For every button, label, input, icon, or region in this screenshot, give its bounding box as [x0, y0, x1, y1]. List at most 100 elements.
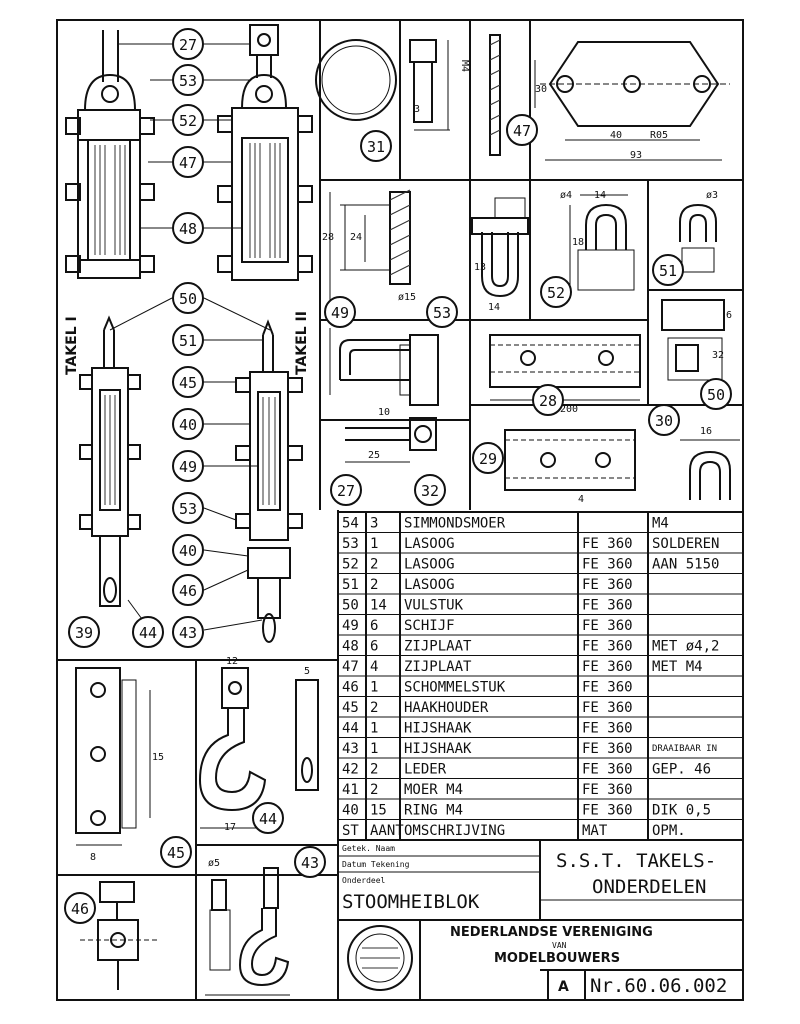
callout-b40a: 40 — [172, 408, 204, 440]
svg-text:ST: ST — [342, 823, 359, 839]
callout-b27a: 27 — [172, 28, 204, 60]
callout-b53c: 53 — [426, 296, 458, 328]
svg-text:47: 47 — [179, 154, 197, 172]
svg-text:44: 44 — [139, 624, 157, 642]
svg-text:51: 51 — [179, 332, 197, 350]
svg-text:FE 360: FE 360 — [582, 597, 633, 613]
dim-m4: M4 — [459, 60, 470, 72]
svg-text:HAAKHOUDER: HAAKHOUDER — [404, 700, 489, 716]
callout-b30: 30 — [648, 404, 680, 436]
svg-text:42: 42 — [342, 761, 359, 777]
part-29-plate — [504, 429, 636, 491]
svg-text:2: 2 — [370, 761, 378, 777]
svg-text:4: 4 — [370, 659, 378, 675]
title-line-1: S.S.T. TAKELS- — [556, 850, 716, 872]
part-45-plate — [75, 667, 151, 846]
title-field-drawn-by: Getek. Naam — [342, 844, 395, 853]
title-line-2: ONDERDELEN — [592, 876, 706, 898]
part-46-rocker — [80, 881, 160, 990]
svg-text:MOER M4: MOER M4 — [404, 782, 463, 798]
part-47-rod — [489, 34, 501, 156]
svg-text:FE 360: FE 360 — [582, 638, 633, 654]
title-field-date: Datum Tekening — [342, 860, 410, 869]
svg-text:46: 46 — [71, 900, 89, 918]
svg-text:49: 49 — [342, 618, 359, 634]
part-49-section — [329, 189, 411, 300]
svg-text:15: 15 — [370, 802, 387, 818]
dim-93: 93 — [630, 150, 642, 161]
takel-ii-view — [235, 319, 303, 643]
svg-text:VULSTUK: VULSTUK — [404, 597, 464, 613]
part-30-clevis — [680, 439, 740, 500]
part-52-clevis — [569, 194, 635, 291]
svg-text:53: 53 — [433, 304, 451, 322]
callout-b48: 48 — [172, 212, 204, 244]
view-label-takel-i: TAKEL I — [64, 316, 80, 375]
svg-text:14: 14 — [370, 597, 387, 613]
callout-b52: 52 — [172, 104, 204, 136]
svg-text:MET M4: MET M4 — [652, 659, 703, 675]
svg-text:2: 2 — [370, 700, 378, 716]
dim-25: 25 — [368, 450, 380, 461]
svg-text:OPM.: OPM. — [652, 823, 686, 839]
dim-r05: R05 — [650, 130, 668, 141]
svg-text:27: 27 — [179, 36, 197, 54]
dim-40: 40 — [610, 130, 622, 141]
title-field-part: Onderdeel — [342, 876, 386, 885]
svg-text:FE 360: FE 360 — [582, 700, 633, 716]
dim-30: 30 — [535, 84, 547, 95]
svg-text:OMSCHRIJVING: OMSCHRIJVING — [404, 823, 505, 839]
svg-text:40: 40 — [179, 542, 197, 560]
svg-text:SIMMONDSMOER: SIMMONDSMOER — [404, 515, 506, 531]
part-bolt-horizontal — [329, 328, 439, 406]
svg-text:47: 47 — [513, 122, 531, 140]
svg-text:LEDER: LEDER — [404, 761, 447, 777]
svg-text:SCHOMMELSTUK: SCHOMMELSTUK — [404, 679, 506, 695]
callout-b53: 53 — [172, 64, 204, 96]
svg-text:31: 31 — [367, 138, 385, 156]
callout-b43b: 43 — [294, 846, 326, 878]
takel-i-view — [79, 315, 141, 607]
svg-text:FE 360: FE 360 — [582, 720, 633, 736]
svg-text:DRAAIBAAR IN: DRAAIBAAR IN — [652, 744, 717, 754]
svg-text:GEP. 46: GEP. 46 — [652, 761, 711, 777]
part-31-ring — [315, 39, 397, 121]
part-bolt-vertical — [409, 39, 450, 131]
svg-text:52: 52 — [342, 556, 359, 572]
svg-text:43: 43 — [342, 741, 359, 757]
association-seal — [347, 925, 413, 991]
svg-text:AANT: AANT — [370, 823, 404, 839]
svg-text:54: 54 — [342, 515, 359, 531]
dim-phi5: ø5 — [208, 858, 220, 869]
callout-b46a: 46 — [172, 574, 204, 606]
dim-13: 13 — [474, 262, 486, 273]
parts-table-row: 42 2 LEDER FE 360 GEP. 46 — [342, 761, 711, 777]
dim-phi15: ø15 — [398, 292, 416, 303]
callout-b28: 28 — [532, 384, 564, 416]
callout-b45b: 45 — [160, 836, 192, 868]
part-48-plate — [534, 41, 730, 161]
leader-lines-top — [118, 43, 250, 229]
block-assembly-right — [217, 24, 313, 281]
callout-b49a: 49 — [172, 450, 204, 482]
dim-10: 10 — [378, 407, 390, 418]
svg-text:29: 29 — [479, 450, 497, 468]
dim-32: 32 — [712, 350, 724, 361]
svg-text:51: 51 — [342, 577, 359, 593]
block-assembly-left — [65, 30, 155, 279]
svg-text:1: 1 — [370, 720, 378, 736]
dim-14a: 14 — [594, 190, 606, 201]
svg-text:RING M4: RING M4 — [404, 802, 463, 818]
svg-text:AAN 5150: AAN 5150 — [652, 556, 719, 572]
svg-text:FE 360: FE 360 — [582, 761, 633, 777]
svg-text:53: 53 — [179, 72, 197, 90]
svg-text:32: 32 — [421, 482, 439, 500]
